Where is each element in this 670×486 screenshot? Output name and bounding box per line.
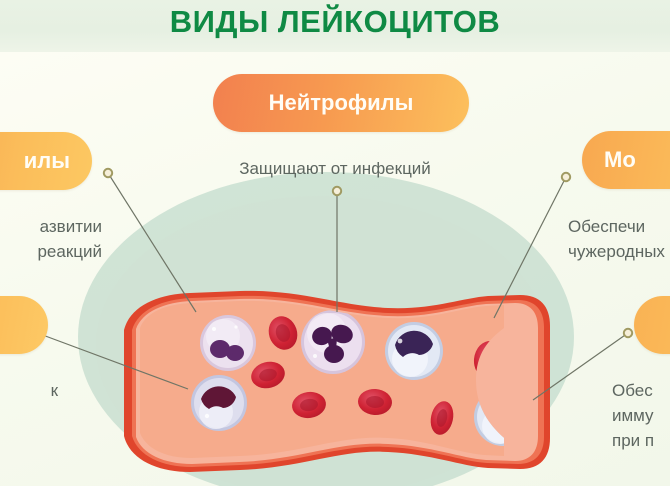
label-pill-monocytes-text: Мо bbox=[604, 147, 636, 172]
header-band bbox=[0, 0, 670, 52]
label-pill-left-top[interactable]: илы bbox=[0, 132, 92, 190]
caption-monocytes: Обеспечи чужеродных bbox=[568, 217, 665, 261]
caption-right-bottom: Обес имму при п bbox=[612, 381, 655, 450]
label-pill-neutrophils-text: Нейтрофилы bbox=[268, 90, 414, 115]
page-title: ВИДЫ ЛЕЙКОЦИТОВ bbox=[169, 4, 501, 39]
caption-left-bottom: к bbox=[50, 381, 58, 400]
label-pill-neutrophils[interactable]: Нейтрофилы bbox=[213, 74, 469, 132]
white-cell-monocyte-1 bbox=[385, 322, 443, 380]
white-cell-neutrophil-2 bbox=[301, 310, 365, 374]
white-cell-neutrophil-1 bbox=[200, 315, 256, 371]
caption-neutrophils: Защищают от инфекций bbox=[239, 159, 431, 178]
white-cell-monocyte-2 bbox=[191, 375, 247, 431]
label-pill-left-top-text: илы bbox=[23, 148, 70, 173]
label-pill-left-bottom[interactable] bbox=[0, 296, 48, 354]
label-pill-monocytes[interactable]: Мо bbox=[582, 131, 670, 189]
caption-left-top: азвитии реакций bbox=[37, 217, 102, 261]
blood-vessel-illustration bbox=[124, 290, 550, 472]
